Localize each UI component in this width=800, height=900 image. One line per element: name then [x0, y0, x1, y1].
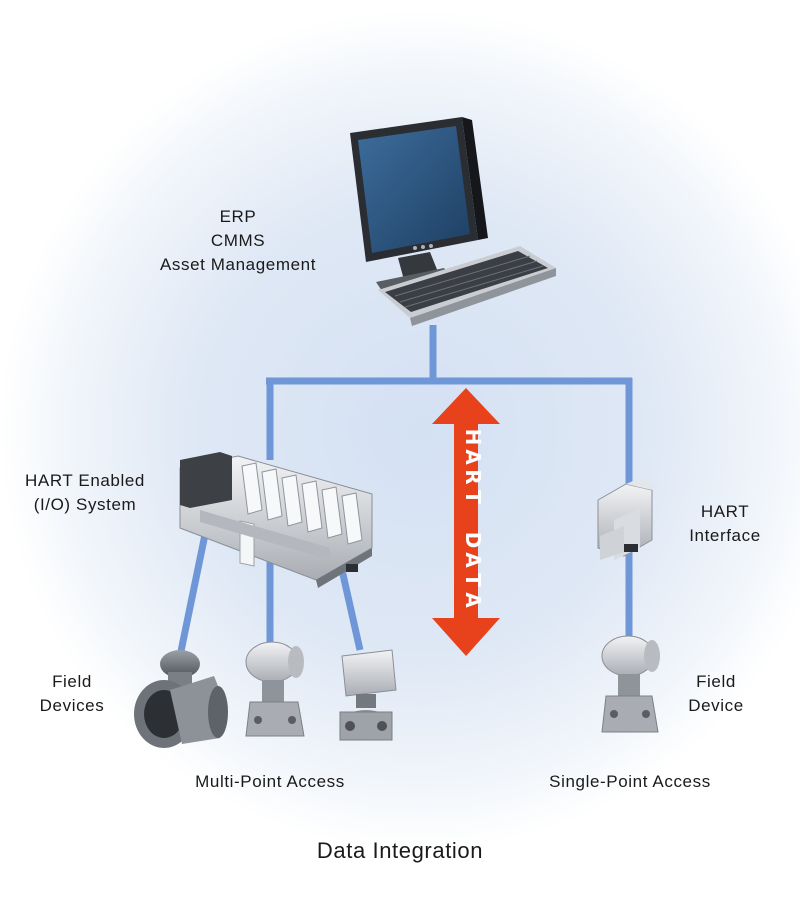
device-text: Device	[688, 696, 744, 715]
network-bus	[176, 325, 633, 657]
hart-text: HART	[700, 502, 750, 521]
arrow-letter-a2: A	[461, 552, 485, 568]
bus-link-valve	[338, 569, 364, 651]
multi-point-access-label: Multi-Point Access	[195, 772, 345, 791]
arrow-letter-d: D	[461, 532, 485, 549]
field-text-single: Field	[696, 672, 736, 691]
arrow-letter-a3: A	[461, 592, 485, 608]
hart-enabled-text: HART Enabled	[25, 471, 145, 490]
asset-management-text: Asset Management	[159, 255, 317, 274]
bus-link-flowmeter	[176, 519, 212, 657]
field-text: Field	[52, 672, 92, 691]
field-device-label: Field Device	[666, 670, 766, 718]
io-rack-icon	[179, 452, 373, 588]
diagram-caption: Data Integration	[316, 838, 484, 863]
desktop-computer-icon	[350, 117, 556, 326]
pressure-transmitter-icon	[245, 641, 305, 737]
erp-text: ERP	[219, 207, 257, 226]
flowmeter-icon	[134, 650, 228, 748]
arrow-letter-t1: T	[461, 490, 485, 504]
field-devices-label: Field Devices	[22, 670, 122, 718]
arrow-letter-t2: T	[461, 573, 485, 587]
arrow-letter-r: R	[461, 469, 485, 484]
single-point-access-label: Single-Point Access	[549, 772, 711, 791]
hart-interface-icon	[597, 478, 656, 560]
cmms-text: CMMS	[210, 231, 266, 250]
hart-interface-label: HART Interface	[670, 500, 780, 548]
interface-text: Interface	[689, 526, 761, 545]
valve-positioner-icon	[339, 649, 397, 741]
double-arrow-icon	[432, 388, 500, 656]
erp-label: ERP CMMS Asset Management	[128, 205, 348, 277]
devices-text: Devices	[39, 696, 105, 715]
single-field-device-icon	[601, 635, 660, 733]
io-system-label: HART Enabled (I/O) System	[0, 469, 170, 517]
arrow-letter-h: H	[461, 429, 485, 446]
hart-data-arrow: H A R T D A T A	[432, 388, 500, 656]
io-system-text: (I/O) System	[33, 495, 137, 514]
arrow-letter-a1: A	[461, 449, 485, 465]
background-glow	[0, 10, 800, 850]
